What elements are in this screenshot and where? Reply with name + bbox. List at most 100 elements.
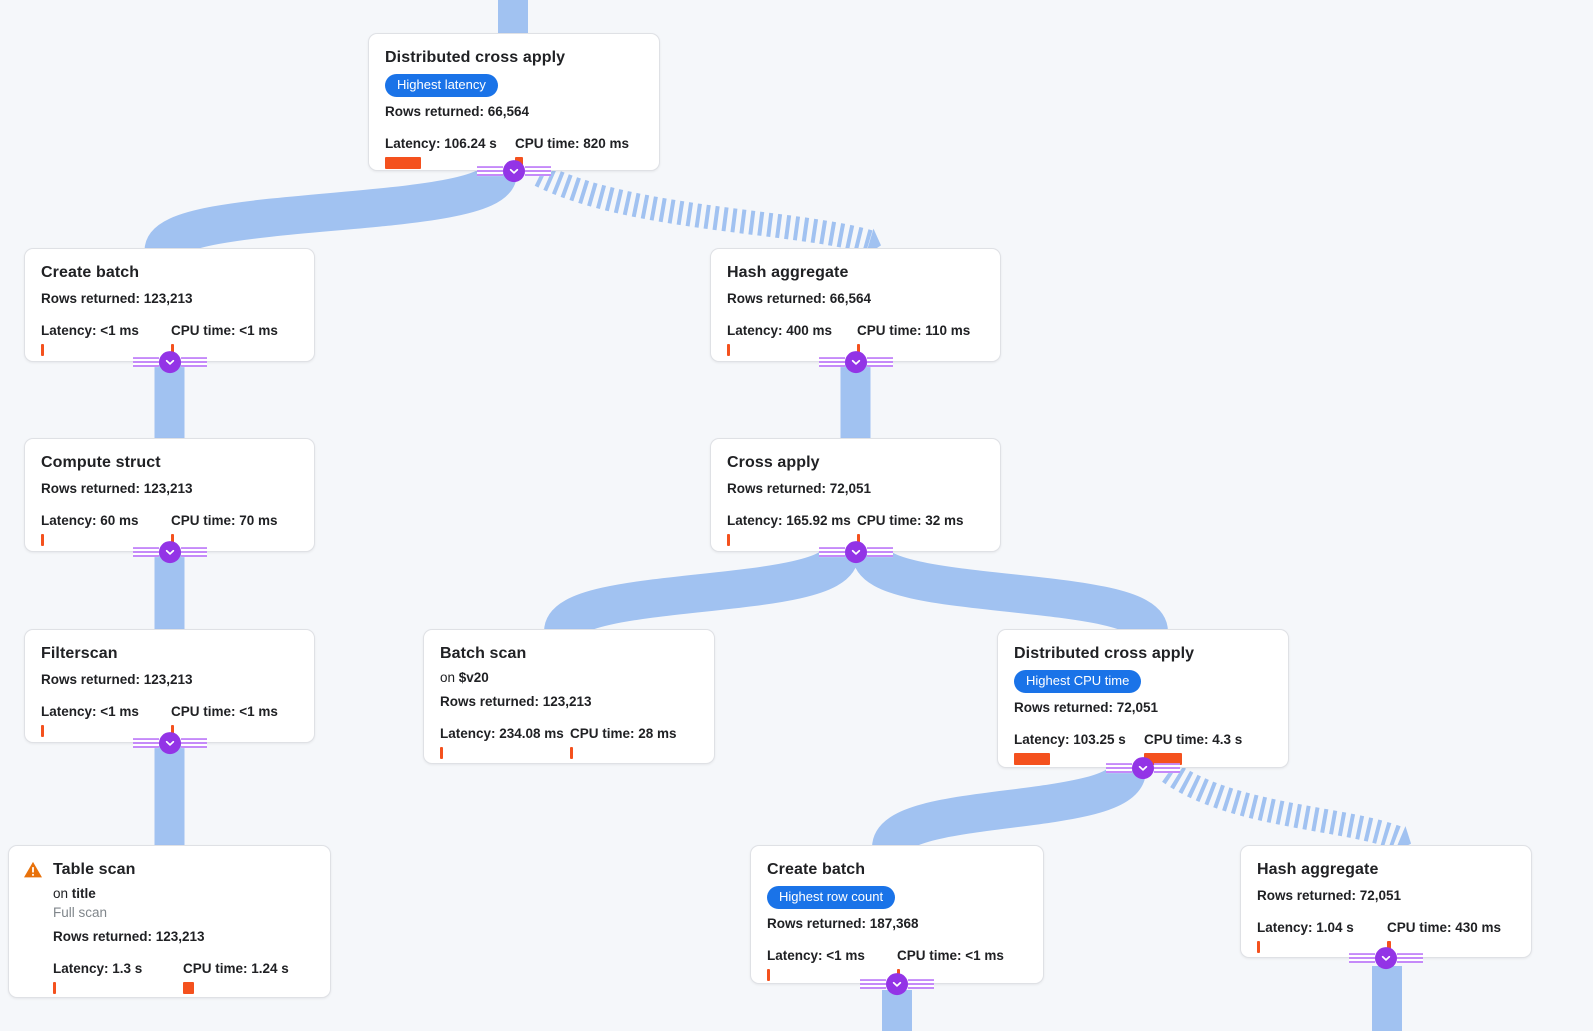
node-title: Table scan — [53, 861, 136, 878]
latency-bar — [727, 534, 730, 546]
node-badge: Highest row count — [767, 886, 896, 909]
node-hash-agg-2[interactable]: Hash aggregate Rows returned: 72,051 Lat… — [1240, 845, 1532, 970]
cpu-time-label: CPU time: 820 ms — [515, 136, 630, 151]
latency-bar — [1014, 753, 1050, 765]
cpu-time-label: CPU time: 32 ms — [857, 513, 964, 528]
node-filterscan[interactable]: Filterscan Rows returned: 123,213 Latenc… — [24, 629, 315, 755]
cpu-bar — [1387, 941, 1391, 953]
chevron-down-icon — [158, 351, 181, 374]
expand-node-button[interactable] — [1349, 947, 1423, 970]
ribbon-right — [908, 979, 934, 990]
node-metrics: Latency: <1 ms CPU time: <1 ms — [41, 703, 298, 737]
expand-node-button[interactable] — [1106, 757, 1180, 780]
latency-bar — [41, 534, 44, 546]
node-table-scan[interactable]: Table scan on title Full scan Rows retur… — [8, 845, 331, 998]
ribbon-left — [818, 547, 845, 558]
cpu-time-label: CPU time: 430 ms — [1387, 920, 1502, 935]
cpu-time-label: CPU time: 28 ms — [570, 726, 677, 741]
ribbon-right — [1397, 953, 1423, 964]
node-title: Hash aggregate — [1257, 861, 1379, 878]
chevron-down-icon — [503, 160, 525, 183]
chevron-down-icon — [844, 541, 867, 564]
chevron-down-icon — [1132, 757, 1154, 780]
node-title: Create batch — [767, 861, 866, 878]
node-title: Create batch — [41, 264, 140, 281]
expand-node-button[interactable] — [860, 973, 934, 996]
latency-label: Latency: 234.08 ms — [440, 726, 564, 741]
rows-returned: Rows returned: 123,213 — [41, 672, 193, 687]
plan-edge — [852, 547, 1168, 639]
expand-node-button[interactable] — [477, 160, 551, 183]
cpu-bar — [857, 534, 860, 546]
node-title: Distributed cross apply — [385, 49, 566, 66]
chevron-down-icon — [886, 973, 908, 996]
node-metrics: Latency: 60 ms CPU time: 70 ms — [41, 512, 298, 546]
latency-label: Latency: 103.25 s — [1014, 732, 1126, 747]
latency-bar — [1257, 941, 1260, 953]
node-title: Cross apply — [727, 454, 820, 471]
expand-node-button[interactable] — [132, 541, 207, 564]
chevron-down-icon — [844, 351, 867, 374]
ribbon-left — [132, 547, 159, 558]
latency-bar — [727, 344, 730, 356]
node-badge: Highest latency — [385, 74, 498, 97]
latency-bar — [767, 969, 770, 981]
ribbon-left — [1106, 763, 1132, 774]
node-hash-agg-1[interactable]: Hash aggregate Rows returned: 66,564 Lat… — [710, 248, 1001, 374]
cpu-bar — [857, 344, 860, 356]
cpu-bar — [171, 725, 174, 737]
node-title: Distributed cross apply — [1014, 645, 1195, 662]
latency-label: Latency: 400 ms — [727, 323, 833, 338]
plan-edge — [1372, 966, 1402, 1031]
expand-node-button[interactable] — [132, 732, 207, 755]
warning-icon — [23, 861, 43, 879]
rows-returned: Rows returned: 123,213 — [440, 694, 592, 709]
latency-label: Latency: 60 ms — [41, 513, 139, 528]
node-create-batch-1[interactable]: Create batch Rows returned: 123,213 Late… — [24, 248, 315, 374]
cpu-time-label: CPU time: 4.3 s — [1144, 732, 1243, 747]
rows-returned: Rows returned: 123,213 — [41, 291, 193, 306]
ribbon-right — [866, 547, 893, 558]
latency-label: Latency: <1 ms — [41, 323, 139, 338]
rows-returned: Rows returned: 72,051 — [1257, 888, 1402, 903]
rows-returned: Rows returned: 66,564 — [385, 104, 530, 119]
ribbon-left — [860, 979, 886, 990]
ribbon-left — [477, 166, 503, 177]
latency-label: Latency: 1.3 s — [53, 961, 143, 976]
latency-label: Latency: <1 ms — [41, 704, 139, 719]
node-create-batch-2[interactable]: Create batch Highest row count Rows retu… — [750, 845, 1044, 996]
expand-node-button[interactable] — [818, 541, 893, 564]
node-dca-right[interactable]: Distributed cross apply Highest CPU time… — [997, 629, 1289, 780]
plan-edge — [154, 552, 185, 629]
cpu-time-label: CPU time: <1 ms — [897, 948, 1004, 963]
node-metrics: Latency: <1 ms CPU time: <1 ms — [767, 947, 1027, 981]
node-compute-struct[interactable]: Compute struct Rows returned: 123,213 La… — [24, 438, 315, 564]
cpu-time-label: CPU time: <1 ms — [171, 323, 278, 338]
plan-edge — [154, 743, 185, 845]
ribbon-right — [180, 547, 207, 558]
cpu-bar — [171, 534, 174, 546]
ribbon-left — [132, 738, 159, 749]
cpu-time-label: CPU time: 1.24 s — [183, 961, 289, 976]
chevron-down-icon — [158, 732, 181, 755]
node-title: Hash aggregate — [727, 264, 849, 281]
rows-returned: Rows returned: 123,213 — [41, 481, 193, 496]
ribbon-left — [132, 357, 159, 368]
expand-node-button[interactable] — [132, 351, 207, 374]
ribbon-left — [818, 357, 845, 368]
cpu-bar — [171, 344, 174, 356]
latency-bar — [41, 344, 44, 356]
node-batch-scan[interactable]: Batch scan on $v20 Rows returned: 123,21… — [423, 629, 715, 764]
expand-node-button[interactable] — [818, 351, 893, 374]
cpu-time-label: CPU time: <1 ms — [171, 704, 278, 719]
latency-bar — [440, 747, 443, 759]
ribbon-right — [866, 357, 893, 368]
latency-label: Latency: 165.92 ms — [727, 513, 851, 528]
node-title: Batch scan — [440, 645, 527, 662]
plan-edge — [154, 362, 185, 438]
node-dca-top[interactable]: Distributed cross apply Highest latency … — [368, 33, 660, 183]
node-metrics: Latency: 400 ms CPU time: 110 ms — [727, 322, 984, 356]
node-cross-apply[interactable]: Cross apply Rows returned: 72,051 Latenc… — [710, 438, 1001, 564]
